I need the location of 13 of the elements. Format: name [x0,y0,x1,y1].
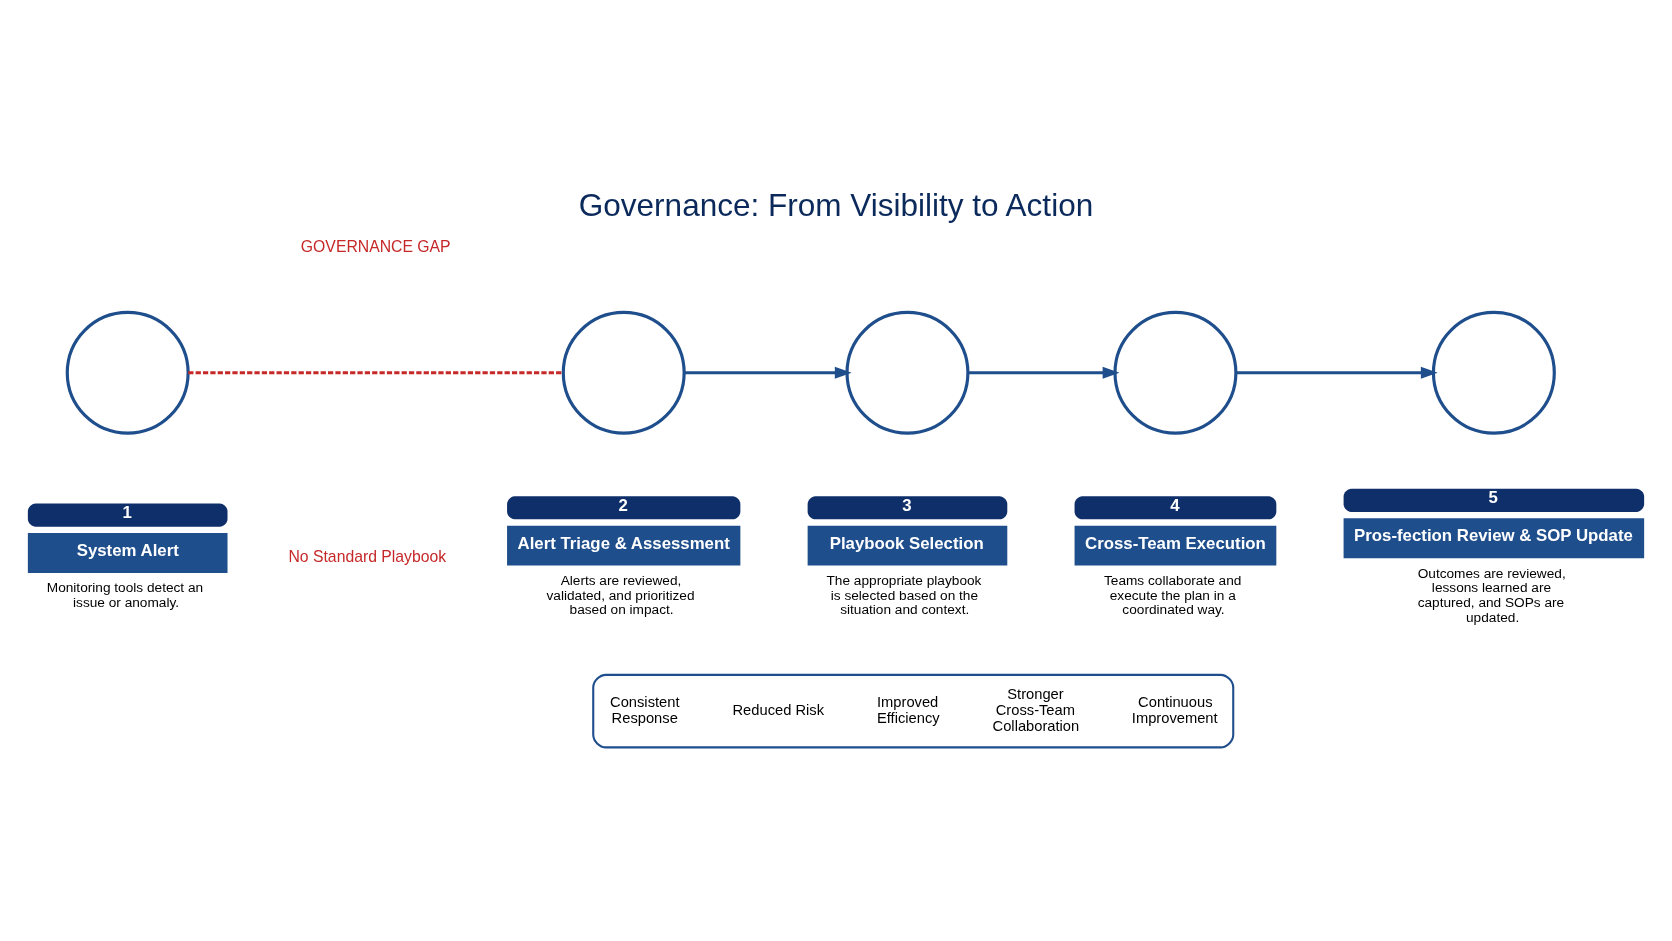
label: GOVERNANCE GAP [300,237,451,255]
node-label: Alerts are reviewed, validated, and prioritized based on impact. [546,572,695,617]
node-text: Consistent Response [610,693,680,726]
node-text: Improved Efficiency [876,693,940,726]
node-label: Monitoring tools detect an issue or anomaly. [46,579,204,610]
node-label: Teams collaborate and execute the plan in a coordinated way. [1103,572,1242,617]
node-label: Outcomes are reviewed, lessons learned are captured, and SOPs are updated. [1417,565,1566,625]
node-text: Continuous Improvement [1131,693,1218,726]
node-text: Reduced Risk [732,701,825,718]
node-text: Stronger Cross-Team Collaboration [992,685,1080,734]
label: No Standard Playbook [288,547,447,565]
diagram-title: Governance: From Visibility to Action [578,186,1094,223]
node-label: The appropriate playbook is selected based on the situation and context. [826,572,982,617]
